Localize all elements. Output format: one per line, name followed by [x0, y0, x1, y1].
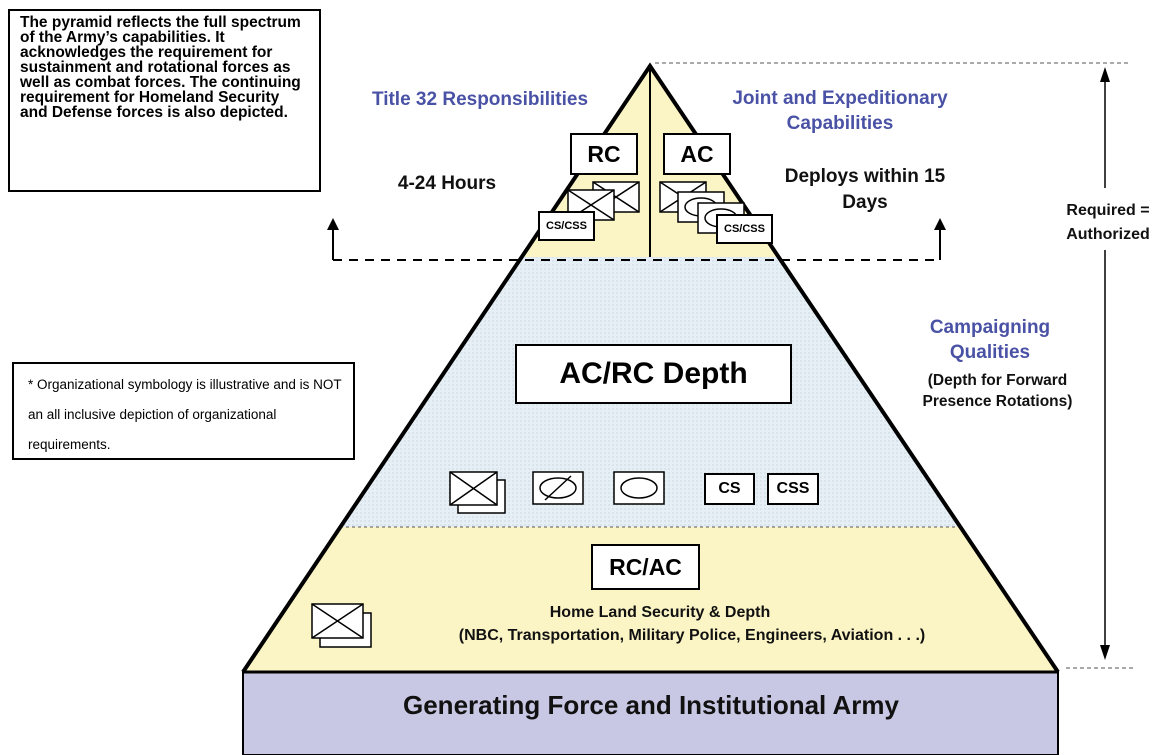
title-32-label: Title 32 Responsibilities [371, 89, 589, 110]
cs-css-right-tag: CS/CSS [716, 214, 773, 244]
rc-tag: RC [570, 133, 638, 175]
symbology-note-box: * Organizational symbology is illustrati… [12, 362, 355, 460]
symbology-note: * Organizational symbology is illustrati… [28, 377, 342, 452]
generating-force-label: Generating Force and Institutional Army [403, 690, 899, 720]
arrow-down-icon [1100, 645, 1110, 660]
base-block [242, 671, 1059, 755]
rc-ac-tag: RC/AC [591, 544, 700, 590]
deploys-label: Deploys within 15 Days [784, 166, 946, 213]
cs-css-left-tag: CS/CSS [538, 211, 595, 241]
cs-unit-tag: CS [704, 473, 755, 505]
campaigning-subtitle: (Depth for Forward Presence Rotations) [922, 372, 1073, 410]
hours-label: 4-24 Hours [397, 173, 497, 194]
pyramid-description-box: The pyramid reflects the full spectrum o… [8, 9, 321, 192]
lower-band [243, 527, 1058, 672]
up-arrow-left-icon [327, 218, 339, 230]
unit-symbol-lower [311, 603, 372, 648]
homeland-security-label: Home Land Security & Depth [549, 604, 771, 621]
campaigning-qualities-label: Campaigning Qualities [929, 317, 1051, 363]
pyramid-description: The pyramid reflects the full spectrum o… [20, 14, 301, 121]
arrow-up-icon [1100, 67, 1110, 82]
required-authorized-label: Required = Authorized [1052, 199, 1164, 247]
css-unit-tag: CSS [767, 473, 819, 505]
ac-tag: AC [663, 133, 731, 175]
pyramid-outline [241, 62, 1060, 674]
ac-rc-depth-tag: AC/RC Depth [515, 344, 792, 404]
homeland-examples-label: (NBC, Transportation, Military Police, E… [458, 627, 926, 644]
joint-expeditionary-label: Joint and Expeditionary Capabilities [732, 88, 948, 134]
unit-symbols-middle [449, 471, 665, 514]
up-arrow-right-icon [934, 218, 946, 230]
